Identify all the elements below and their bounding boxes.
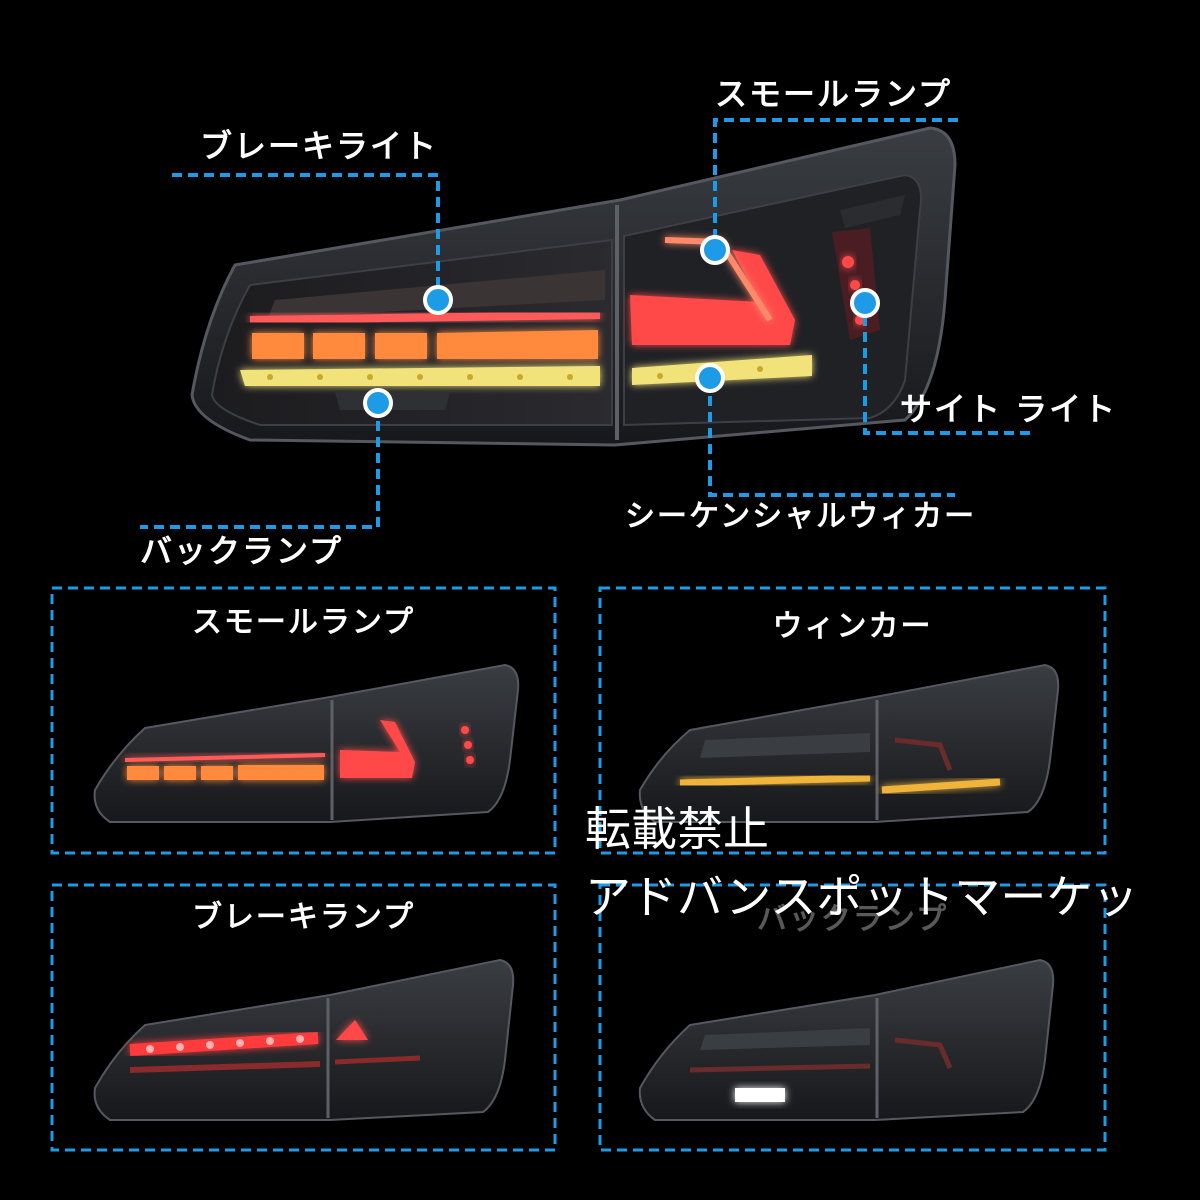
target-dot-icon xyxy=(363,235,880,418)
callout-sequential-winker: シーケンシャルウィカー xyxy=(625,499,977,534)
panel-back-lamp-taillight xyxy=(638,958,1055,1121)
watermark-line2: アドバンスポットマーケッ xyxy=(585,874,1139,920)
callout-side-light: サイト ライト xyxy=(900,390,1118,428)
callout-lines xyxy=(140,118,1030,529)
panel-winker-taillight xyxy=(638,663,1060,823)
panel-small-lamp-taillight xyxy=(93,663,520,823)
callout-small-lamp: スモールランプ xyxy=(715,75,953,113)
panel-title-winker: ウィンカー xyxy=(772,609,933,644)
panel-title-small-lamp: スモールランプ xyxy=(191,605,416,640)
watermark-line1: 転載禁止 xyxy=(585,802,769,856)
main-taillight xyxy=(190,126,957,447)
panel-title-brake-lamp: ブレーキランプ xyxy=(191,900,416,935)
callout-brake-light: ブレーキライト xyxy=(200,127,439,165)
panel-brake-lamp-taillight xyxy=(93,958,515,1121)
panel-title-back-lamp: バックランプ xyxy=(756,902,949,937)
callout-back-lamp: バックランプ xyxy=(140,532,344,570)
